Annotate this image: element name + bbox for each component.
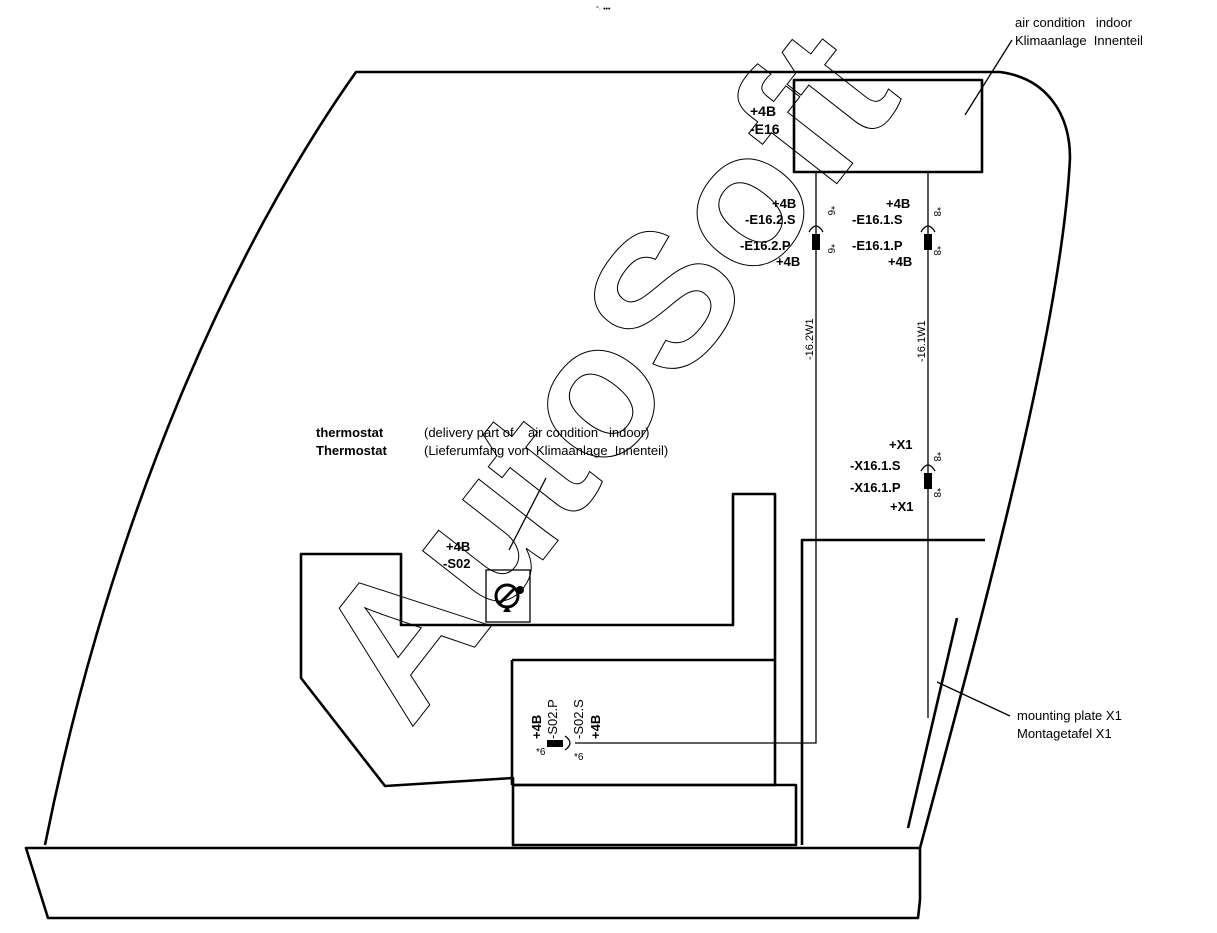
connector-e16-1-socket-icon <box>920 225 936 233</box>
cable-16-2w1-label: -16.2W1 <box>804 318 816 360</box>
conn-s02-pin-s: *6 <box>574 752 584 763</box>
thermostat-dial-icon <box>494 583 524 612</box>
console-base <box>511 783 798 847</box>
connector-s02-plug-icon <box>547 740 563 747</box>
conn-s02-l4: +4B <box>588 715 603 739</box>
connector-e16-2-socket-icon <box>808 225 824 233</box>
connector-x16-1-plug-icon <box>924 473 932 489</box>
mounting-plate-edge <box>906 617 959 829</box>
air-condition-unit <box>792 78 984 174</box>
thermostat-label-en: thermostat <box>316 425 384 440</box>
conn-e16-1-loc-top: +4B <box>886 196 910 211</box>
thermostat-label-de: Thermostat <box>316 443 387 458</box>
conn-e16-1-s: -E16.1.S <box>852 212 903 227</box>
thermostat-leader <box>508 477 547 551</box>
cable-16-1w1-label: -16.1W1 <box>916 320 928 362</box>
conn-x16-loc-bottom: +X1 <box>890 499 914 514</box>
conn-e16-2-p: -E16.2.P <box>740 238 791 253</box>
connector-s02-socket-icon <box>564 735 571 751</box>
conn-e16-2-loc-bottom: +4B <box>776 254 800 269</box>
connector-x16-1-socket-icon <box>920 464 936 472</box>
watermark: AutoSoft <box>275 0 936 755</box>
conn-x16-pin-p: *8 <box>931 488 942 498</box>
thermostat-note-de: (Lieferumfang von Klimaanlage Innenteil) <box>424 443 668 458</box>
thermostat-note-en: (delivery part of air condition indoor) <box>424 425 649 440</box>
conn-e16-1-pin-p: *8 <box>931 246 942 256</box>
conn-s02-l1: +4B <box>529 715 544 739</box>
mounting-plate-label-de: Montagetafel X1 <box>1017 726 1112 741</box>
conn-e16-1-loc-bottom: +4B <box>888 254 912 269</box>
conn-e16-2-loc-top: +4B <box>772 196 796 211</box>
air-condition-id: -E16 <box>750 121 780 137</box>
air-condition-leader <box>964 39 1013 116</box>
air-condition-label-de: Klimaanlage Innenteil <box>1015 33 1143 48</box>
cabin-floor <box>24 846 922 920</box>
conn-e16-2-pin-s: *6 <box>825 206 836 216</box>
conn-s02-l2: -S02.P <box>545 699 560 739</box>
connector-e16-1-plug-icon <box>924 234 932 250</box>
air-condition-label-en: air condition indoor <box>1015 15 1133 30</box>
conn-e16-1-pin-s: *8 <box>931 207 942 217</box>
conn-s02-pin-p: *6 <box>536 747 546 758</box>
connector-e16-2-plug-icon <box>812 234 820 250</box>
conn-e16-2-s: -E16.2.S <box>745 212 796 227</box>
conn-e16-1-p: -E16.1.P <box>852 238 903 253</box>
thermostat-loc: +4B <box>446 539 470 554</box>
side-console <box>299 492 777 788</box>
corner-mark: °· ••• <box>596 5 611 13</box>
cabin-outline <box>43 70 1072 849</box>
cable-16-2w1-run <box>575 172 817 744</box>
mounting-plate-frame <box>800 538 985 845</box>
thermostat-box <box>485 569 531 623</box>
conn-x16-pin-s: *8 <box>931 452 942 462</box>
conn-x16-s: -X16.1.S <box>850 458 901 473</box>
conn-x16-loc-top: +X1 <box>889 437 913 452</box>
conn-s02-l3: -S02.S <box>571 699 586 739</box>
conn-x16-p: -X16.1.P <box>850 480 901 495</box>
mounting-plate-leader <box>936 681 1011 717</box>
air-condition-loc: +4B <box>750 103 776 119</box>
thermostat-id: -S02 <box>443 556 470 571</box>
mounting-plate-label-en: mounting plate X1 <box>1017 708 1122 723</box>
conn-e16-2-pin-p: *6 <box>825 244 836 254</box>
